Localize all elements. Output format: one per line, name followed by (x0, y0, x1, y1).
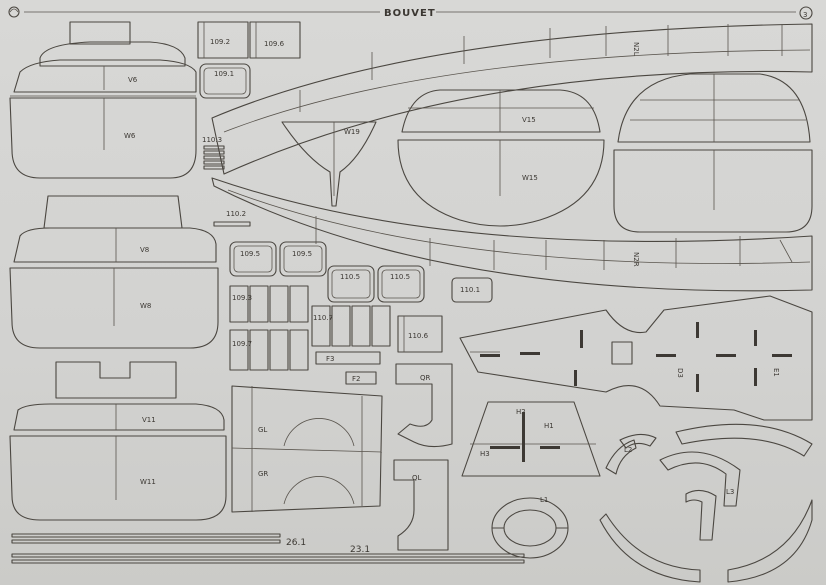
part-110-6: 110.6 (397, 315, 443, 353)
label-n2r: N2R (632, 252, 640, 267)
label-109-1: 109.1 (214, 70, 234, 78)
label-110-1: 110.1 (460, 286, 480, 294)
label-110-2: 110.2 (226, 210, 246, 218)
label-f3: F3 (326, 355, 334, 363)
label-l1: L1 (540, 496, 548, 504)
part-110-3: 110.3 (202, 136, 225, 170)
label-w8: W8 (140, 302, 151, 310)
label-v6: V6 (128, 76, 138, 84)
label-h3: H3 (480, 450, 490, 458)
label-v8: V8 (140, 246, 149, 254)
label-w19: W19 (344, 128, 360, 136)
label-qr: QR (420, 374, 431, 382)
label-109-5b: 109.5 (292, 250, 312, 258)
parts-109-5: 109.5 109.5 (229, 241, 327, 277)
sheet-title: BOUVET (384, 8, 436, 19)
frame-w15: V15 W15 (397, 89, 605, 227)
label-l2: L2 (624, 446, 632, 454)
sheet-header: BOUVET 3 (8, 6, 813, 20)
parts-f: F3 F2 (315, 351, 381, 385)
part-110-2: 110.2 (213, 210, 251, 227)
label-109-2: 109.2 (210, 38, 230, 46)
parts-strips: 26.1 23.1 (11, 533, 525, 564)
parts-109-3: 109.3 (229, 285, 309, 323)
frame-w6: V6 W6 (9, 21, 197, 179)
label-f2: F2 (352, 375, 360, 383)
parts-109-7: 109.7 (229, 329, 309, 371)
label-gl: GL (258, 426, 267, 434)
label-110-5b: 110.5 (390, 273, 410, 281)
part-n2l: N2L (211, 23, 813, 175)
frame-w8: V8 W8 (9, 195, 219, 349)
label-e1: E1 (772, 368, 780, 377)
sheet-number: 3 (803, 11, 807, 19)
label-26-1: 26.1 (286, 538, 306, 548)
part-110-1: 110.1 (451, 277, 493, 303)
part-h1: H1 H2 H3 (461, 401, 601, 477)
label-ql: QL (412, 474, 422, 482)
part-gl-gr: GL GR (231, 385, 383, 513)
label-w11: W11 (140, 478, 156, 486)
label-l3: L3 (726, 488, 734, 496)
label-109-3: 109.3 (232, 294, 252, 302)
parts-110-7: 110.7 (311, 305, 391, 347)
part-d3: D3 E1 (459, 295, 813, 421)
label-110-6: 110.6 (408, 332, 429, 340)
label-109-7: 109.7 (232, 340, 252, 348)
label-n2l: N2L (632, 42, 640, 56)
label-d3: D3 (676, 368, 684, 378)
label-h2: H2 (516, 408, 526, 416)
parts-l1: L1 (491, 496, 569, 559)
parts-110-5: 110.5 110.5 (327, 265, 425, 303)
label-23-1: 23.1 (350, 545, 370, 555)
parts-109-top: 109.2 109.6 109.1 (197, 21, 301, 99)
label-110-3: 110.3 (202, 136, 222, 144)
label-h1: H1 (544, 422, 554, 430)
label-gr: GR (258, 470, 268, 478)
label-109-5a: 109.5 (240, 250, 260, 258)
part-ql: QL (393, 459, 449, 551)
label-w6: W6 (124, 132, 136, 140)
label-110-7: 110.7 (313, 314, 333, 322)
label-109-6: 109.6 (264, 40, 285, 48)
part-qr: QR (395, 363, 453, 448)
parts-l2-l3: L2 L3 (599, 423, 813, 583)
label-110-5a: 110.5 (340, 273, 360, 281)
part-n2r: N2R (211, 177, 813, 292)
label-v11: V11 (142, 416, 156, 424)
frame-right-upper (613, 73, 813, 233)
frame-w11: V11 W11 (9, 361, 227, 521)
label-w15: W15 (522, 174, 538, 182)
frame-w19: W19 (281, 121, 377, 207)
label-v15: V15 (522, 116, 536, 124)
